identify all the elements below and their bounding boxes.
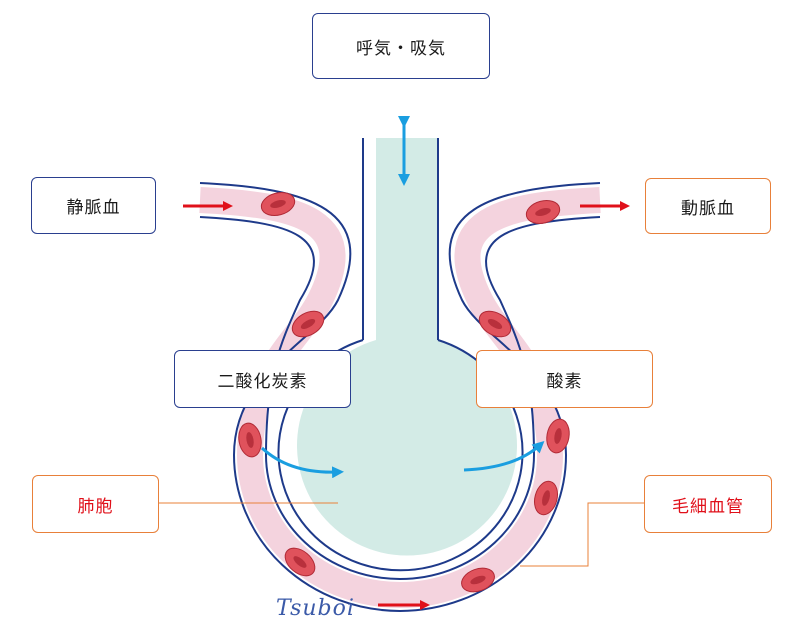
watermark-signature: Tsuboi: [276, 596, 355, 621]
venous-blood-label-text: 静脈血: [66, 198, 121, 218]
red-blood-cell-icon: [461, 567, 495, 593]
red-blood-cell-icon: [546, 418, 570, 454]
red-blood-cell-icon: [533, 480, 559, 516]
blood-flow-arrows: [183, 201, 630, 610]
alveolus-fill: [297, 138, 517, 556]
arterial-blood-label-text: 動脈血: [681, 198, 735, 219]
gas-exchange-arrows: [260, 440, 545, 479]
capillary-leader-line: [520, 502, 644, 567]
red-blood-cell-icon: [525, 199, 561, 225]
arterial-blood-label: 動脈血: [645, 178, 771, 234]
airway-and-alveolus: [297, 138, 517, 556]
alveolus-wall: [277, 339, 524, 572]
breathing-label-text: 呼気・吸気: [356, 38, 446, 59]
gas-exchange-arrow-icon: [260, 446, 344, 479]
oxygen-label-text: 酸素: [546, 371, 583, 392]
vessel-outer-wall: [199, 182, 601, 612]
leader-lines: [159, 502, 644, 567]
oxygen-label: 酸素: [476, 350, 653, 408]
blood-band: [199, 187, 601, 608]
red-blood-cell-icon: [260, 191, 296, 217]
venous-blood-label: 静脈血: [31, 177, 156, 234]
vessel-inner-wall: [199, 216, 601, 580]
alveolus-label: 肺胞: [32, 475, 159, 533]
carbon-dioxide-label: 二酸化炭素: [174, 350, 351, 408]
red-blood-cell-icon: [291, 310, 325, 338]
capillary-label: 毛細血管: [644, 475, 772, 533]
breathing-label: 呼気・吸気: [312, 13, 490, 79]
red-blood-cells: [238, 191, 570, 593]
red-blood-cell-icon: [238, 422, 262, 458]
gas-exchange-arrow-icon: [463, 440, 545, 472]
red-blood-cell-icon: [478, 310, 512, 338]
carbon-dioxide-label-text: 二酸化炭素: [217, 371, 308, 392]
alveolus-label-text: 肺胞: [77, 496, 114, 517]
red-blood-cell-icon: [284, 547, 316, 577]
capillary-vessel: [199, 182, 601, 612]
capillary-label-text: 毛細血管: [672, 496, 744, 517]
